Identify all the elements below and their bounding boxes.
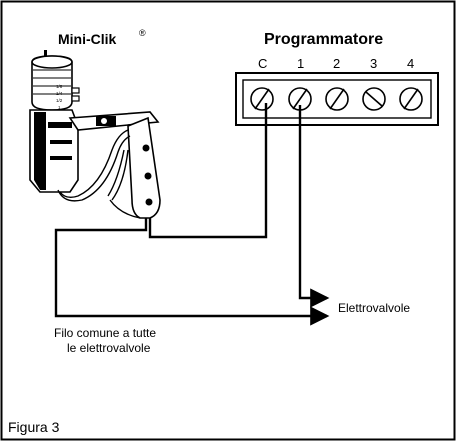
wire-sensor-to-common-output [54,218,330,326]
terminal-label-c: C [258,56,267,71]
terminal-screw-c [250,87,274,111]
terminal-screw-3 [362,87,386,111]
common-wire-label-line2: le elettrovalvole [67,341,151,355]
dial-mark-1: 1/8 [56,84,63,89]
terminal-strip [235,72,439,126]
mini-clik-sensor-illustration: 1/8 1/4 1/2 1 [29,50,161,219]
dial-mark-2: 1/4 [56,91,63,96]
terminal-screw-4 [399,87,423,111]
dial-mark-4: 1 [58,105,61,110]
dial-mark-3: 1/2 [56,98,63,103]
device-name: Mini-Clik [58,31,117,47]
registered-mark: ® [139,28,146,38]
terminal-screw-2 [325,87,349,111]
terminal-screw-1 [288,87,312,111]
figure-caption: Figura 3 [8,419,60,435]
wire-terminal1-to-valves [298,105,330,308]
terminal-label-2: 2 [333,56,340,71]
terminal-label-1: 1 [297,56,304,71]
wire-sensor-to-common-terminal [148,103,268,239]
terminal-label-3: 3 [370,56,377,71]
terminal-label-4: 4 [407,56,414,71]
controller-title: Programmatore [264,31,383,48]
valves-label: Elettrovalvole [338,301,410,315]
common-wire-label-line1: Filo comune a tutte [54,326,156,340]
